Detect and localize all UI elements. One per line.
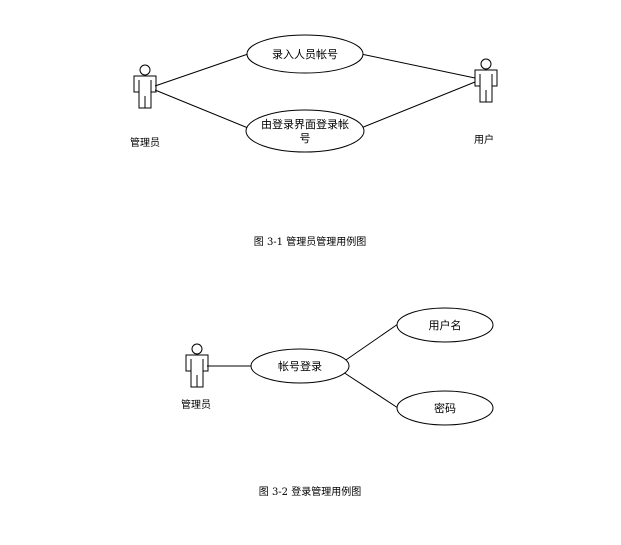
- usecase-login-from-interface-label-2: 号: [300, 132, 311, 145]
- usecase-password-label: 密码: [434, 401, 456, 415]
- usecase-account-login-label: 帐号登录: [278, 359, 322, 373]
- usecase-password: [396, 390, 494, 426]
- assoc-admin-usecase2: [154, 89, 249, 129]
- assoc-login-username: [342, 323, 399, 363]
- assoc-user-usecase1: [360, 53, 476, 79]
- usecase-username-label: 用户名: [429, 318, 462, 332]
- figure-3-2-caption: 图 3-2 登录管理用例图: [259, 485, 361, 498]
- figure-3-2: 管理员 帐号登录 用户名 密码 图 3-2 登录管理用例图: [181, 307, 494, 498]
- figure-3-1: 管理员 用户 录入人员帐号 由登录界面登录帐 号 图 3-1 管理员管理用例图: [130, 34, 498, 248]
- usecase-enter-account: [246, 34, 364, 74]
- usecase-login-from-interface-label-1: 由登录界面登录帐: [261, 117, 349, 131]
- usecase-login-from-interface: [245, 109, 365, 153]
- usecase-account-login: [250, 348, 350, 384]
- usecase-enter-account-label: 录入人员帐号: [272, 48, 338, 61]
- actor-admin-figure: [133, 64, 157, 109]
- usecase-username: [396, 307, 494, 343]
- assoc-user-usecase2: [360, 81, 476, 129]
- actor-admin-label-2: 管理员: [181, 398, 211, 411]
- assoc-admin-usecase1: [154, 53, 249, 87]
- assoc-login-password: [342, 371, 399, 409]
- actor-user-label: 用户: [474, 133, 494, 146]
- actor-admin-figure-2: [185, 343, 209, 388]
- actor-admin-label: 管理员: [130, 136, 160, 149]
- figure-3-1-caption: 图 3-1 管理员管理用例图: [254, 235, 366, 248]
- actor-user-figure: [474, 58, 498, 103]
